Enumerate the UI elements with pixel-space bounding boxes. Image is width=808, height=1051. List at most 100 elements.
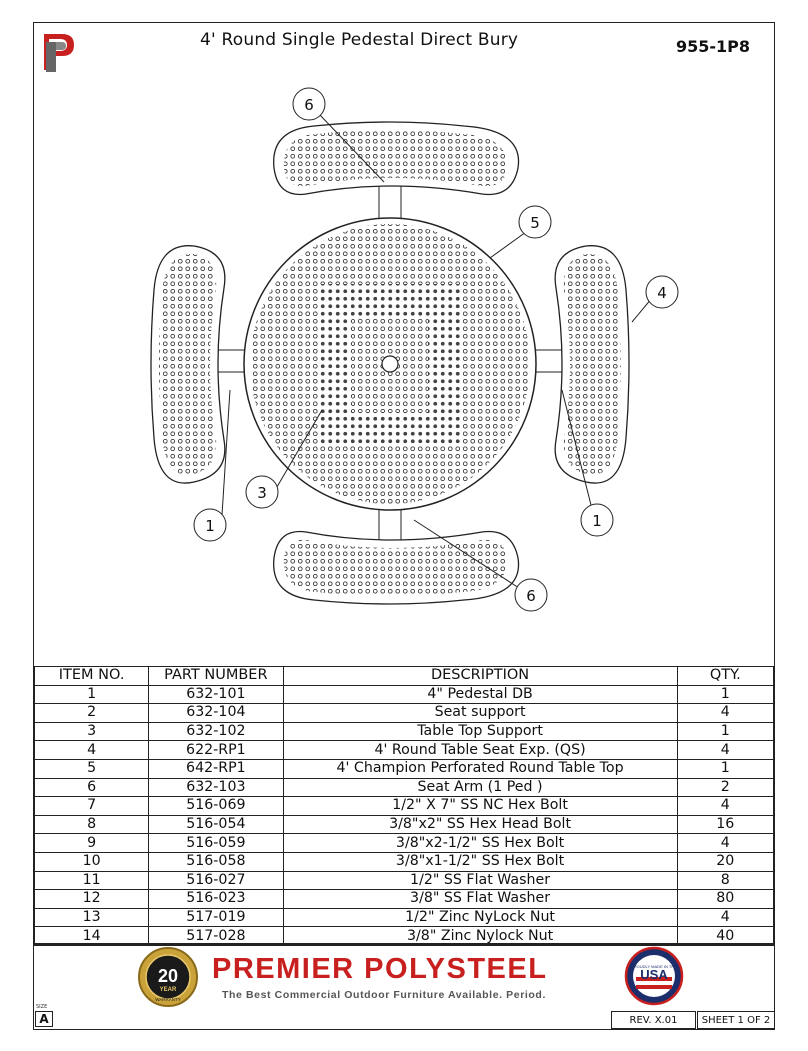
part-number-cell: 516-027 [148,870,284,891]
item-no-cell: 8 [33,814,150,835]
description-cell: 1/2" X 7" SS NC Hex Bolt [282,796,678,816]
drawing-number: 955-1P8 [676,37,751,56]
part-number-cell: 632-101 [148,684,284,705]
part-number-cell: 517-028 [148,926,284,946]
part-number-cell: 632-104 [148,703,284,723]
usa-small-text: PROUDLY MADE IN THE [631,964,677,969]
item-no-cell: 10 [33,851,150,872]
qty-cell: 16 [676,814,775,835]
drawing-frame [33,22,775,1030]
qty-cell: 80 [676,889,775,909]
description-cell: 3/8"x2" SS Hex Head Bolt [282,814,678,835]
part-number-cell: 632-102 [148,721,284,742]
item-no-cell: 6 [33,777,150,798]
item-no-cell: 11 [33,870,150,891]
qty-cell: 1 [676,758,775,779]
item-no-cell: 14 [33,926,150,946]
seat-bottom [273,530,520,605]
warranty-year: YEAR [160,987,177,993]
description-cell: 1/2" Zinc NyLock Nut [282,907,678,928]
qty-cell: 8 [676,870,775,891]
usa-text: USA [640,967,668,982]
brand-tagline: The Best Commercial Outdoor Furniture Av… [222,989,546,1001]
item-no-cell: 7 [33,796,150,816]
qty-cell: 40 [676,926,775,946]
bom-header-row: ITEM NO. PART NUMBER DESCRIPTION QTY. [33,666,775,686]
qty-cell: 4 [676,796,775,816]
warranty-number: 20 [158,966,178,986]
description-cell: 3/8"x1-1/2" SS Hex Bolt [282,851,678,872]
callout-1-right: 1 [592,512,602,530]
qty-cell: 4 [676,703,775,723]
item-no-cell: 9 [33,833,150,853]
description-cell: 3/8" SS Flat Washer [282,889,678,909]
description-cell: 4' Round Table Seat Exp. (QS) [282,740,678,760]
revision-box: REV. X.01 [611,1011,696,1029]
qty-cell: 4 [676,833,775,853]
part-number-cell: 516-054 [148,814,284,835]
description-cell: 4' Champion Perforated Round Table Top [282,758,678,779]
seat-top [273,121,520,196]
item-no-cell: 4 [33,740,150,760]
warranty-badge: 20 YEAR WARRANTY [138,947,198,1007]
made-in-usa-badge: PROUDLY MADE IN THE USA [624,946,684,1006]
col-item-no: ITEM NO. [33,666,150,686]
callout-5: 5 [530,214,540,232]
item-no-cell: 1 [33,684,150,705]
item-no-cell: 13 [33,907,150,928]
description-cell: Table Top Support [282,721,678,742]
part-number-cell: 516-059 [148,833,284,853]
col-qty: QTY. [676,666,775,686]
qty-cell: 4 [676,907,775,928]
callout-4: 4 [657,284,667,302]
size-value: A [35,1011,53,1027]
seat-left [150,245,226,484]
leader-lines [221,113,653,589]
callout-balloons [193,87,679,612]
qty-cell: 4 [676,740,775,760]
description-cell: 1/2" SS Flat Washer [282,870,678,891]
item-no-cell: 5 [33,758,150,779]
part-number-cell: 516-069 [148,796,284,816]
table-drawing: 6 5 4 3 1 1 6 [150,87,679,612]
round-table-top [243,217,537,511]
part-number-cell: 516-058 [148,851,284,872]
item-no-cell: 2 [33,703,150,723]
callout-6-top: 6 [304,96,314,114]
description-cell: Seat support [282,703,678,723]
col-part-number: PART NUMBER [148,666,284,686]
size-label: SIZE [36,1004,48,1010]
part-number-cell: 517-019 [148,907,284,928]
callout-3: 3 [257,484,267,502]
col-description: DESCRIPTION [282,666,678,686]
part-number-cell: 632-103 [148,777,284,798]
qty-cell: 1 [676,721,775,742]
qty-cell: 1 [676,684,775,705]
sheet-box: SHEET 1 OF 2 [697,1011,775,1029]
brand-name: PREMIER POLYSTEEL [212,953,548,985]
description-cell: 3/8" Zinc Nylock Nut [282,926,678,946]
description-cell: 4" Pedestal DB [282,684,678,705]
qty-cell: 2 [676,777,775,798]
qty-cell: 20 [676,851,775,872]
premier-logo [44,34,74,72]
item-no-cell: 12 [33,889,150,909]
seat-right [554,245,630,484]
page-title: 4' Round Single Pedestal Direct Bury [200,30,519,50]
part-number-cell: 642-RP1 [148,758,284,779]
footer-divider [34,943,775,945]
item-no-cell: 3 [33,721,150,742]
part-number-cell: 622-RP1 [148,740,284,760]
